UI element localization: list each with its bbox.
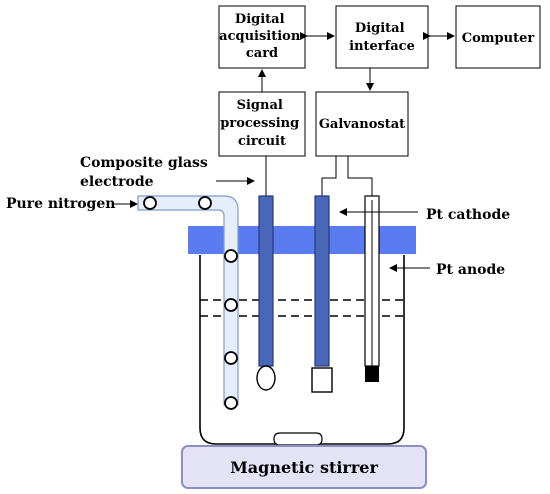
pt-anode-tip [365,366,379,382]
signal-processing-line-1: Signal [237,98,283,113]
digital-interface-box [335,5,429,69]
composite-electrode-label-2: electrode [80,174,154,190]
beaker-lid [188,226,416,254]
computer-label: Computer [462,31,535,46]
composite-glass-electrode [258,195,274,367]
pt-anode-label: Pt anode [436,262,505,278]
nitrogen-tube [137,195,239,406]
digital-interface-line-2: interface [349,39,415,54]
svg-text:Digital interface: Digital interface [349,21,415,54]
bubble [198,196,212,210]
svg-text:Signal processing circ: Signal processing circuit [220,98,303,149]
cathode-wire [321,156,337,196]
signal-processing-line-3: circuit [238,134,286,149]
signal-processing-line-2: processing [220,116,299,131]
bubble [224,298,238,312]
acquisition-card-line-1: Digital [235,12,285,27]
galvanostat-box [315,91,409,157]
acquisition-card-line-2: acquisition [219,29,301,44]
galvanostat-label: Galvanostat [319,117,405,132]
bubble [143,196,157,210]
pt-cathode-rod [314,195,330,367]
magnetic-stirrer [181,445,427,489]
bubble [224,351,238,365]
bubble [224,249,238,263]
acquisition-card-box [218,5,306,69]
pt-cathode-label: Pt cathode [426,207,510,223]
digital-interface-line-1: Digital [355,21,405,36]
svg-text:Composite glass electrode: Composite glass electrode [80,155,213,190]
computer-box [455,5,541,69]
pure-nitrogen-label: Pure nitrogen [6,196,115,212]
electrode-bulb [256,365,276,391]
composite-electrode-label-1: Composite glass [80,155,208,171]
svg-text:Digital acquisition ca: Digital acquisition card [219,12,305,61]
bubble [224,396,238,410]
magnetic-stirrer-label: Magnetic stirrer [230,458,378,477]
pt-cathode-plate [311,367,333,393]
acquisition-card-line-3: card [246,46,278,61]
anode-wire [347,156,373,196]
stir-bar [273,432,323,446]
